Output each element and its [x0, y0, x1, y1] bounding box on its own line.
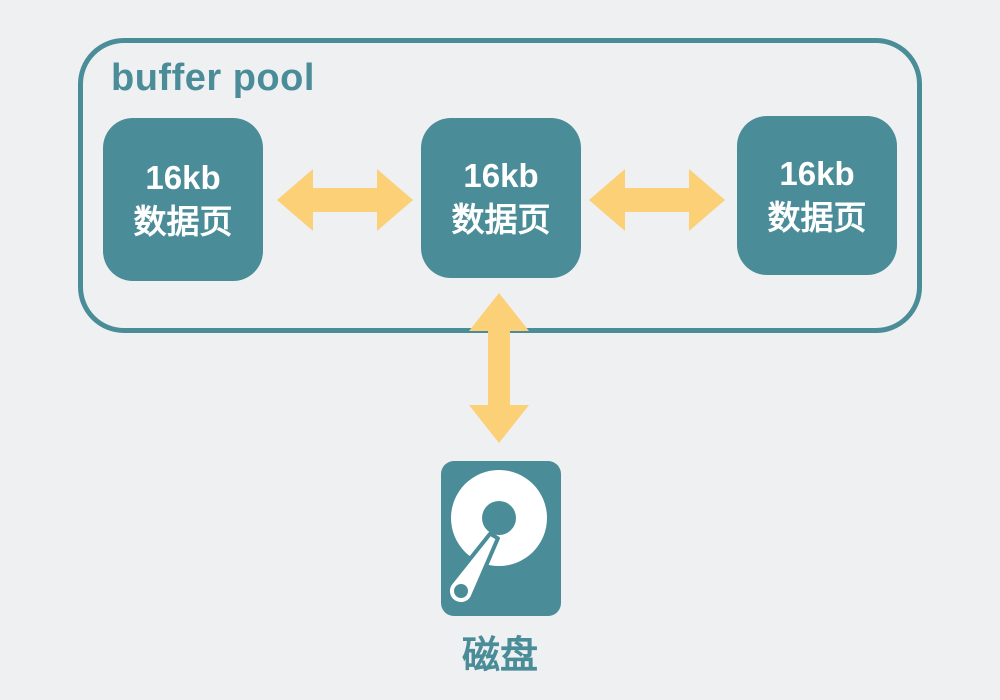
double-arrow-up-down-icon [469, 293, 529, 443]
disk-label: 磁盘 [461, 635, 538, 677]
data-page-box-1: 16kb 数据页 [103, 118, 263, 281]
data-page-box-2: 16kb 数据页 [421, 118, 581, 278]
double-arrow-left-right-icon [277, 169, 413, 231]
data-page-label: 数据页 [767, 198, 867, 236]
buffer-pool-container: buffer pool 16kb 数据页 16kb 数据页 16kb 数据页 [78, 38, 922, 333]
disk-icon [441, 461, 561, 616]
data-page-size: 16kb [779, 154, 855, 192]
double-arrow-left-right-icon [589, 169, 725, 231]
data-page-box-3: 16kb 数据页 [737, 116, 897, 275]
buffer-pool-title: buffer pool [111, 57, 315, 99]
data-page-size: 16kb [145, 158, 221, 196]
data-page-label: 数据页 [451, 201, 551, 238]
data-page-label: 数据页 [133, 202, 233, 240]
data-page-size: 16kb [463, 157, 539, 195]
